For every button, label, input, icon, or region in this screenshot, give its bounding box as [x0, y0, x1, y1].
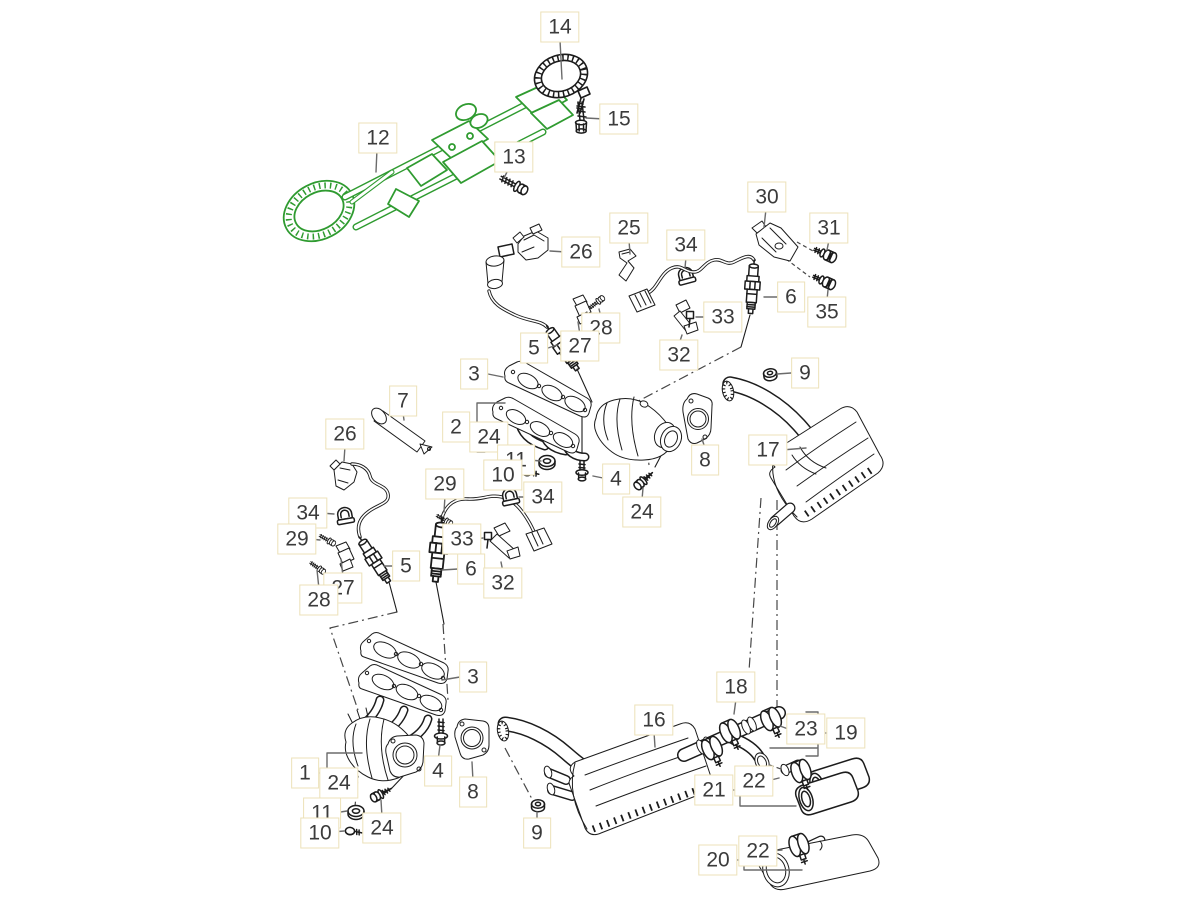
part-27-clip-top [572, 294, 592, 325]
part-33-pin-lower [483, 531, 493, 549]
part-32-bracket-top [673, 299, 699, 335]
part-9-nut-lower [530, 799, 546, 813]
part-13-bolt [497, 172, 531, 198]
part-27-clip-lower [335, 541, 355, 572]
part-2-manifold-catalyst [492, 396, 683, 462]
part-7-assembly-paste-tube [371, 407, 433, 455]
part-11-nut-top [538, 454, 556, 471]
part-4-bolt-top [575, 460, 589, 482]
part-10-bolt-top [521, 467, 541, 478]
part-1-manifold-catalyst [344, 664, 447, 782]
part-29-bolt-lower-left [317, 532, 338, 548]
part-24-screw-top [631, 468, 657, 493]
part-6-oxygen-sensor-top [628, 254, 763, 315]
part-17-rear-muffler-right [721, 376, 884, 531]
part-35-bolt [810, 270, 838, 292]
assembly-bracket-21 [739, 773, 797, 807]
part-6-oxygen-sensor-lower [425, 494, 553, 584]
part-30-bracket [751, 220, 799, 262]
part-12-support-bracket [282, 81, 574, 243]
part-25-retainer [618, 248, 637, 282]
part-32-bracket-lower [489, 522, 521, 560]
part-28-bolt-top [586, 293, 607, 312]
part-8-gasket-lower [454, 718, 490, 760]
part-14-hose-clamp [533, 53, 591, 114]
part-4-bolt-lower [433, 718, 449, 746]
part-31-bolt [811, 243, 839, 265]
part-9-nut-top [762, 367, 779, 383]
part-34-clip-lower-left [334, 505, 356, 526]
part-3-gasket-top [504, 360, 592, 418]
part-10-bolt-lower [344, 826, 363, 837]
part-15-bolt [574, 101, 588, 134]
part-5-oxygen-sensor-top [485, 243, 585, 375]
part-11-nut-lower [347, 804, 365, 821]
leader-lines [309, 39, 832, 871]
part-16-rear-muffler-left [496, 716, 713, 836]
part-26-bracket-lower [329, 459, 358, 491]
part-8-gasket-top [682, 393, 713, 444]
part-26-bracket-top [512, 223, 549, 261]
part-34-clip-lower-right [499, 486, 521, 507]
part-5-oxygen-sensor-lower [350, 462, 396, 587]
part-3-gasket-lower [359, 632, 449, 684]
part-20-single-tailpipe [757, 834, 880, 891]
